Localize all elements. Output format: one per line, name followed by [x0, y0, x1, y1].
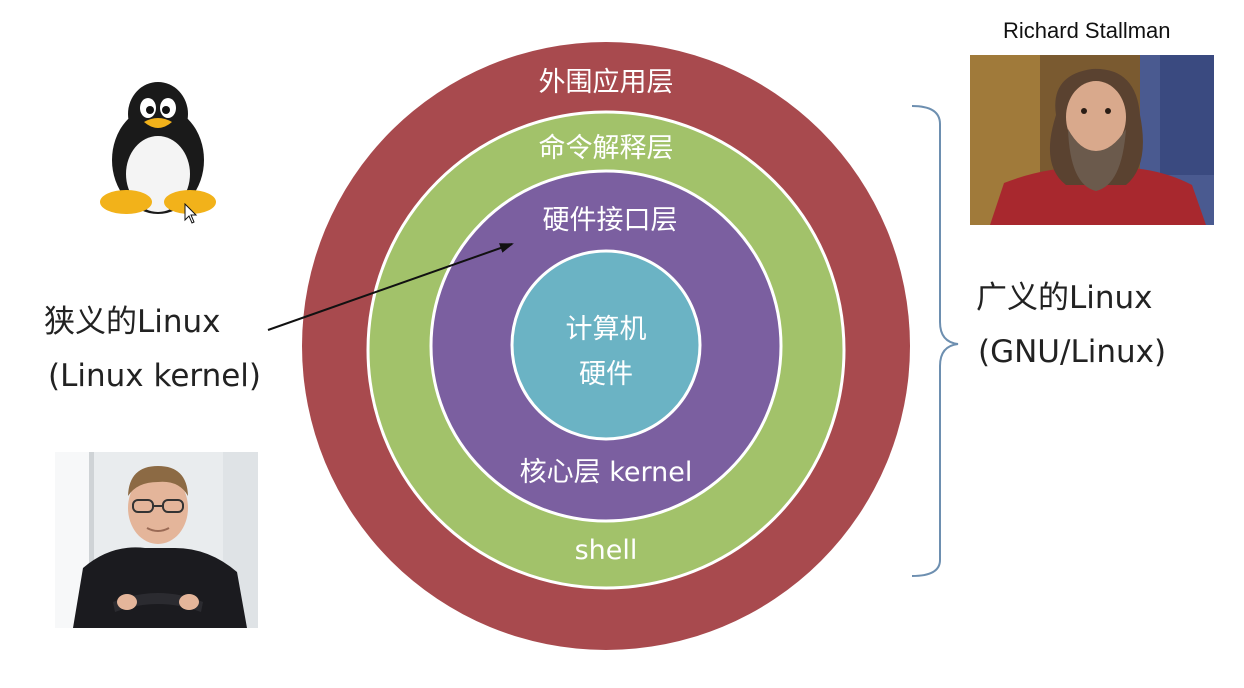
hardware-label-line1: 计算机 — [566, 314, 647, 345]
linus-torvalds-photo — [55, 452, 258, 628]
gnu-linux-label: (GNU/Linux) — [978, 334, 1167, 370]
broad-linux-label: 广义的Linux — [976, 280, 1153, 316]
hardware-label-line2: 硬件 — [579, 359, 633, 390]
kernel-layer-label: 核心层 kernel — [520, 457, 693, 488]
richard-stallman-photo — [970, 55, 1214, 225]
shell-english-label: shell — [575, 535, 638, 566]
stallman-caption: Richard Stallman — [1003, 18, 1171, 43]
hardware-core-circle — [510, 249, 702, 441]
mouse-cursor-icon — [184, 202, 198, 225]
tux-penguin-icon — [96, 78, 218, 218]
narrow-linux-label: 狭义的Linux — [44, 304, 221, 340]
gnu-linux-brace — [911, 105, 959, 577]
shell-layer-label: 命令解释层 — [539, 133, 674, 164]
hardware-interface-layer-label: 硬件接口层 — [543, 205, 678, 236]
outer-layer-label: 外围应用层 — [539, 67, 674, 98]
linux-kernel-label: (Linux kernel) — [48, 358, 262, 394]
kernel-pointer-arrow — [267, 243, 514, 331]
